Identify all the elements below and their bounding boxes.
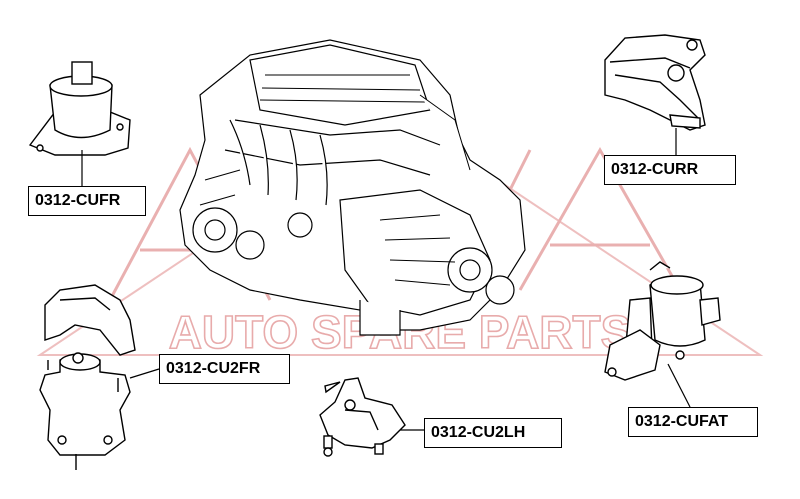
part-label-cufr: 0312-CUFR	[28, 186, 146, 216]
part-label-cufat: 0312-CUFAT	[628, 407, 758, 437]
part-cufr-drawing	[28, 61, 131, 156]
part-curr-drawing	[604, 34, 706, 131]
engine-illustration	[179, 39, 526, 336]
part-cufat-drawing	[604, 261, 721, 381]
part-cu2lh-drawing	[319, 377, 406, 457]
part-label-curr: 0312-CURR	[604, 155, 736, 185]
leader-cufat	[667, 363, 691, 408]
leader-cu2fr	[129, 368, 160, 379]
part-cu2fr-drawing	[39, 284, 136, 470]
part-label-cu2fr: 0312-CU2FR	[159, 354, 290, 384]
part-label-cu2lh: 0312-CU2LH	[424, 418, 562, 448]
